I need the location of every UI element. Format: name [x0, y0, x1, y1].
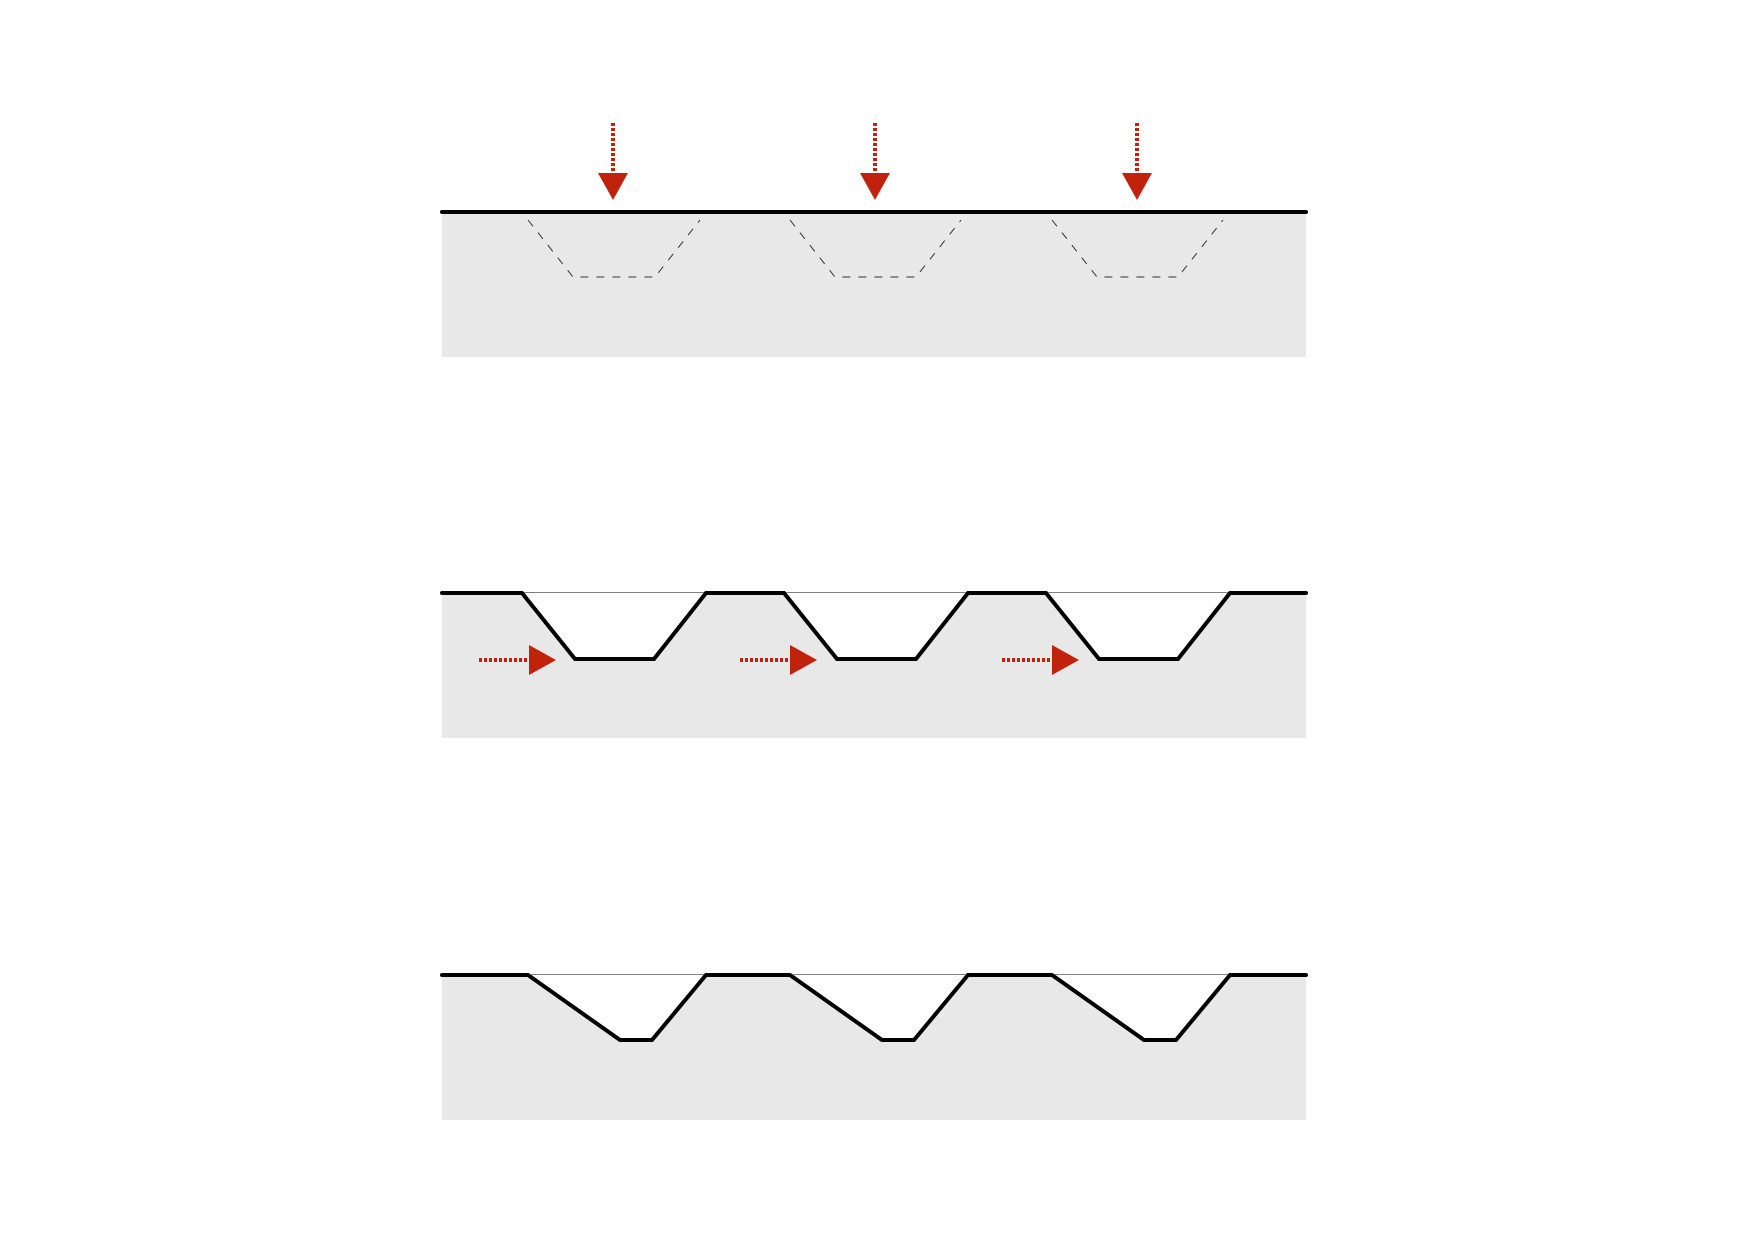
planned-groove-outline: [789, 219, 962, 278]
push-arrow-icon: [740, 645, 817, 675]
push-arrow-icon: [1002, 645, 1079, 675]
planned-groove-outline: [1051, 219, 1224, 278]
press-arrow-icon: [598, 123, 628, 200]
groove-void: [522, 593, 706, 659]
material-block-1: [442, 212, 1306, 357]
groove-void: [1046, 593, 1230, 659]
press-arrow-icon: [1122, 123, 1152, 200]
groove-void: [528, 975, 706, 1040]
groove-void: [784, 593, 968, 659]
groove-void: [1052, 975, 1230, 1040]
grooved-surface-profile: [440, 591, 1308, 661]
press-arrow-icon: [860, 123, 890, 200]
stage-2: [440, 591, 1308, 738]
planned-groove-outline: [527, 219, 701, 278]
stage-3: [440, 973, 1308, 1120]
skewed-surface-profile: [440, 973, 1308, 1042]
stage-1: [440, 123, 1308, 357]
groove-void: [790, 975, 968, 1040]
push-arrow-icon: [479, 645, 556, 675]
